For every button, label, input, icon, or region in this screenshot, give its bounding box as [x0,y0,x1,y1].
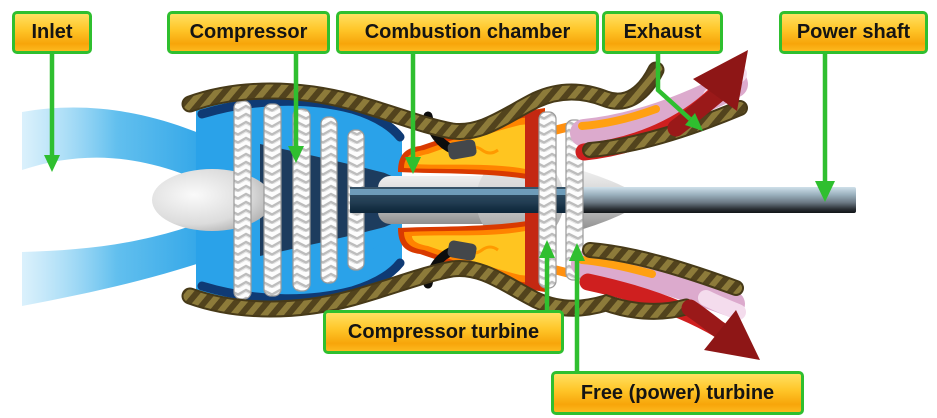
intake-airflow [22,107,232,306]
inlet-leader [44,54,60,172]
exhaust-arrow-lower-body [681,299,731,341]
exhaust-orange-stripe-upper [578,105,660,130]
label-compressor: Compressor [167,11,330,54]
exhaust-arrows [667,50,760,360]
exhaust-duct-inner-band-lower [584,244,742,294]
exhaust-duct-inner-band-upper [584,102,746,156]
exhaust-arrow-lower-head [704,310,760,360]
label-compressor-turbine: Compressor turbine [323,310,564,354]
compressor-leader-arrowhead [288,146,304,163]
shaft-assembly [350,187,856,213]
casing-bottom-band [183,262,693,318]
free-turbine-leader-arrowhead [569,243,585,261]
label-inlet: Inlet [12,11,92,54]
power-shaft-leader-arrowhead [815,181,835,202]
inlet-leader-arrowhead [44,155,60,172]
engine-casing [181,61,748,320]
combustion-chamber-leader [405,54,421,174]
exhaust-orange-stripe-lower [578,256,656,278]
exhaust-leader [655,54,703,131]
free-power-turbine-blade-row [565,119,584,281]
label-free-power-turbine: Free (power) turbine [551,371,804,415]
combustion-chamber-leader-arrowhead [405,157,421,174]
label-exhaust: Exhaust [602,11,723,54]
intake-air-upper-ribbon [22,107,232,196]
fuel-injector-nozzle-bottom [447,240,477,261]
casing-top-band [183,63,663,138]
label-combustion-chamber: Combustion chamber [336,11,599,54]
compressor-blade-row [233,100,252,300]
compressor-blade-row [320,116,338,284]
spinner-nose-cone [152,169,272,231]
exhaust-leader-line [655,54,692,121]
leader-lines [44,54,835,372]
compressor-turbine-leader-arrowhead [539,240,555,258]
fuel-injector-nozzle-top [447,139,477,160]
label-power-shaft: Power shaft [779,11,928,54]
exhaust-leader-arrowhead [685,113,703,131]
compressor-blade-row [263,103,282,297]
exhaust-arrow-upper-body [667,85,727,137]
intake-air-lower-ribbon [22,210,232,306]
compressor-turbine-leader [539,240,555,311]
compressor-leader [288,54,304,163]
turbine-section [538,111,584,289]
free-turbine-leader [569,243,585,372]
inner-shaft-highlight [350,189,582,195]
exhaust-arrow-upper-head [693,50,748,111]
power-shaft-leader [815,54,835,202]
